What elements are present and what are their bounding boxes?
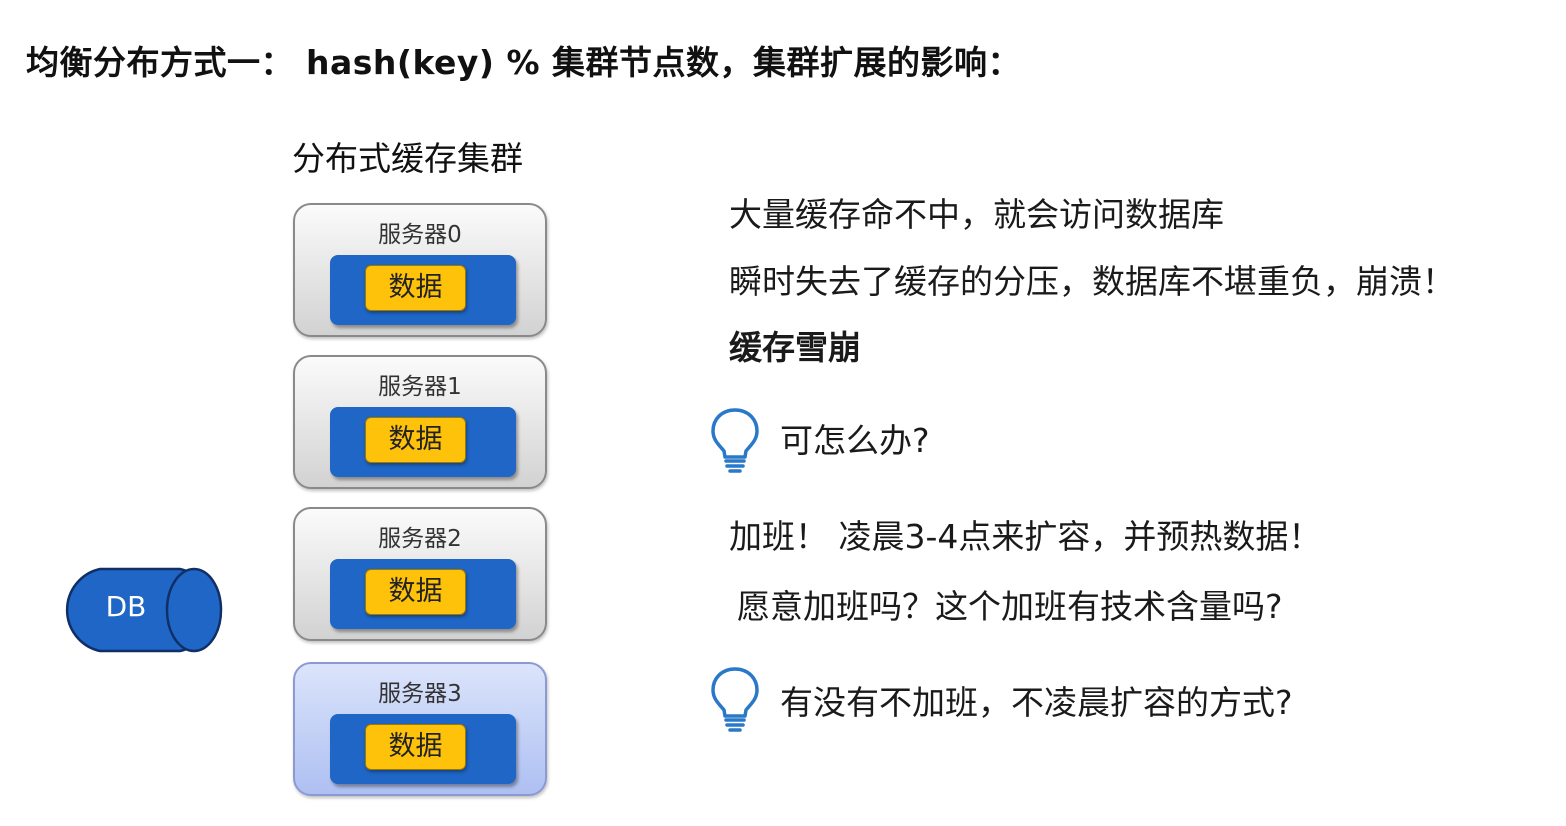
- cluster-label: 分布式缓存集群: [292, 139, 523, 178]
- data-block: 数据: [330, 714, 516, 784]
- question-1: 可怎么办?: [780, 421, 930, 460]
- question-2: 有没有不加班，不凌晨扩容的方式?: [780, 683, 1293, 722]
- database-cylinder-icon: [65, 567, 223, 653]
- lightbulb-icon: [711, 667, 759, 732]
- answer-line-1: 加班！ 凌晨3-4点来扩容，并预热数据！: [729, 517, 1322, 556]
- data-label: 数据: [365, 265, 466, 311]
- answer-line-2: 愿意加班吗？这个加班有技术含量吗?: [737, 587, 1283, 626]
- db-label: DB: [105, 590, 147, 623]
- server-label: 服务器2: [378, 526, 462, 552]
- server-label: 服务器0: [378, 222, 462, 248]
- page-title: 均衡分布方式一： hash(key) % 集群节点数，集群扩展的影响：: [26, 43, 1022, 82]
- server-label: 服务器1: [378, 374, 462, 400]
- note-line-3-cache-avalanche: 缓存雪崩: [729, 328, 861, 367]
- server-label: 服务器3: [378, 681, 462, 707]
- server-0: 服务器0 数据: [293, 203, 547, 337]
- note-line-2: 瞬时失去了缓存的分压，数据库不堪重负，崩溃！: [729, 262, 1455, 301]
- server-1: 服务器1 数据: [293, 355, 547, 489]
- data-label: 数据: [365, 724, 466, 770]
- data-block: 数据: [330, 559, 516, 629]
- lightbulb-icon: [711, 408, 759, 473]
- data-label: 数据: [365, 569, 466, 615]
- server-3-new-node: 服务器3 数据: [293, 662, 547, 796]
- data-block: 数据: [330, 255, 516, 325]
- server-2: 服务器2 数据: [293, 507, 547, 641]
- note-line-1: 大量缓存命不中，就会访问数据库: [729, 195, 1224, 234]
- data-block: 数据: [330, 407, 516, 477]
- data-label: 数据: [365, 417, 466, 463]
